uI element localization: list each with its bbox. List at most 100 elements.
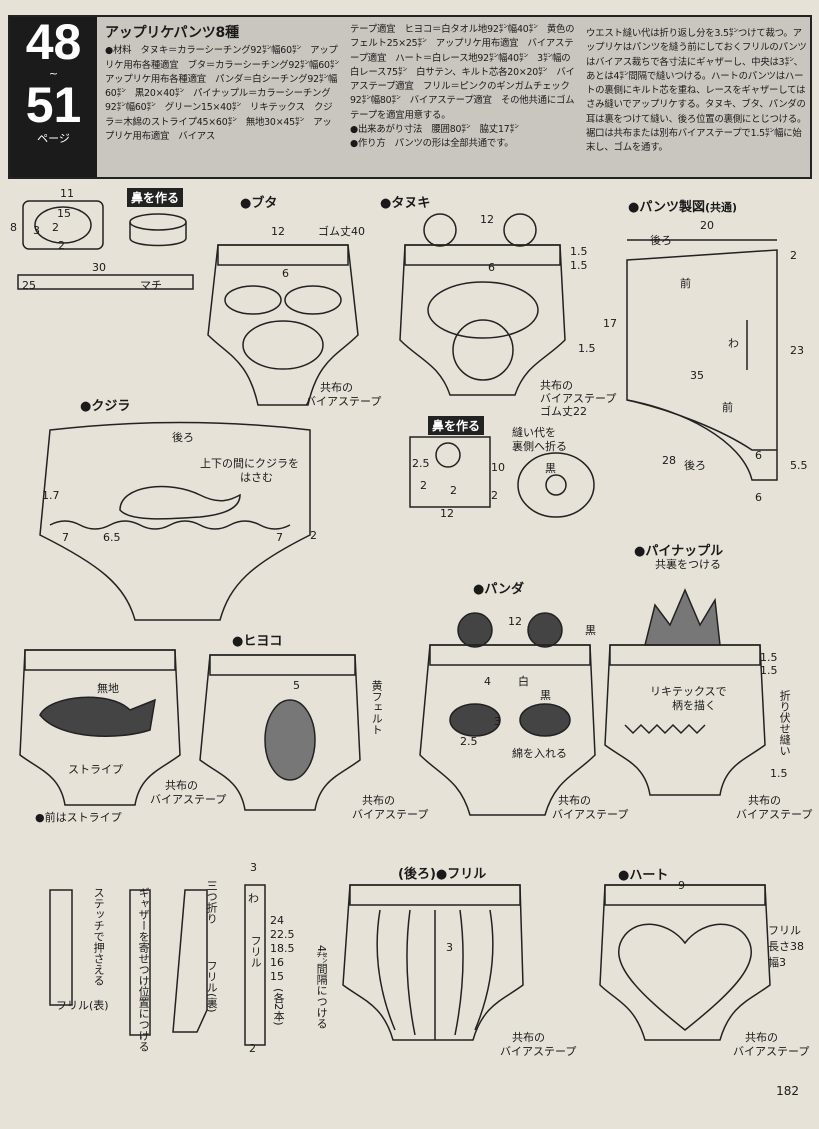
panda-pants (419, 612, 596, 816)
stitch-note: ステッチで押さえる (92, 887, 106, 986)
bias-label: 共布の (745, 1031, 778, 1044)
dim-label: 8 (10, 221, 17, 234)
dim-label: 11 (60, 187, 74, 200)
seam-note: 縫い代を (512, 426, 556, 439)
fold-label: わ (728, 337, 739, 350)
gusset-label: マチ (140, 279, 162, 292)
hiyoko-pants (199, 654, 361, 811)
qty-note: (各2本) (272, 988, 286, 1026)
page-end: 51 (25, 77, 82, 133)
frill-steps-diagram (49, 884, 266, 1046)
front-label: 前 (680, 277, 691, 290)
paint-note: リキテックスで (650, 685, 727, 698)
whale-note: はさむ (240, 471, 273, 484)
dim-label: 35 (690, 369, 704, 382)
kujira-title: ●クジラ (80, 399, 131, 414)
dim-label: 2 (310, 529, 317, 542)
dim-label: 6 (488, 261, 495, 274)
nose-title: 鼻を作る (127, 188, 184, 207)
bias-label: 共布の (558, 794, 591, 807)
page-range-badge: 48 ~ 51 ページ (10, 17, 97, 177)
dim-label: 6 (755, 491, 762, 504)
dim-label: 2.5 (460, 735, 478, 748)
frill-pants (342, 884, 524, 1041)
whale-note: 上下の間にクジラを (200, 457, 299, 470)
frill-title: (後ろ)●フリル (398, 867, 487, 882)
dim-label: 20 (700, 219, 714, 232)
stripe-label: ストライプ (68, 763, 123, 776)
dim-label: 12 (440, 507, 454, 520)
dim-label: 1.5 (760, 664, 778, 677)
frill-width: 幅3 (768, 956, 786, 969)
whale-pants (19, 649, 181, 806)
dim-label: 2 (790, 249, 797, 262)
bias-label: バイアステープ (552, 808, 629, 821)
page-start: 48 (25, 14, 82, 70)
dim-label: 30 (92, 261, 106, 274)
bias-label: 共布の (165, 779, 198, 792)
bias-label: 共布の (362, 794, 395, 807)
pineapple-title: ●パイナップル (634, 544, 724, 559)
back-label: 後ろ (684, 459, 706, 472)
dim-label: 2 (249, 1042, 256, 1055)
dim-label: 22.5 (270, 928, 295, 941)
dim-label: 1.5 (570, 259, 588, 272)
seam-note: 裏側へ折る (512, 440, 567, 453)
lining-note: 共裏をつける (655, 558, 721, 571)
dim-label: 1.5 (578, 342, 596, 355)
kujira-pattern-diagram (39, 421, 311, 621)
white-label: 白 (518, 675, 529, 688)
frill-label: フリル (249, 935, 263, 968)
tanuki-pants (399, 213, 566, 396)
instructions-col: ウエスト縫い代は折り返し分を3.5㌢つけて裁つ。アップリケはパンツを縫う前にして… (586, 27, 808, 156)
bias-label: 共布の (512, 1031, 545, 1044)
page-suffix: ページ (37, 132, 70, 145)
dim-label: 28 (662, 454, 676, 467)
dim-label: 18.5 (270, 942, 295, 955)
buta-pants (207, 244, 359, 406)
draft-subtitle: (共通) (705, 201, 738, 214)
bias-label: 共布の (320, 381, 353, 394)
tanuki-title: ●タヌキ (380, 196, 431, 211)
article-title: アップリケパンツ8種 (105, 25, 239, 41)
materials-col2: テープ適宜 ヒヨコ＝白タオル地92㌢幅40㌢ 黄色のフェルト25×25㌢ アップ… (350, 23, 578, 152)
materials-text-2: テープ適宜 ヒヨコ＝白タオル地92㌢幅40㌢ 黄色のフェルト25×25㌢ アップ… (350, 24, 575, 121)
spacing-note: 4㌢間隔につける (315, 945, 329, 1029)
back-label: 後ろ (172, 431, 194, 444)
bias-label: 共布の (540, 379, 573, 392)
dim-label: 25 (22, 279, 36, 292)
bias-label: バイアステープ (540, 392, 617, 405)
dim-label: 12 (480, 213, 494, 226)
black-label: 黒 (545, 462, 556, 475)
tanuki-nose-title: 鼻を作る (428, 416, 485, 435)
method-text: ●作り方 パンツの形は全部共通です。 (350, 138, 514, 150)
frill-label: フリル (768, 924, 801, 937)
frill-back-label: フリル(裏) (205, 960, 219, 1013)
dim-label: 6 (282, 267, 289, 280)
draft-title-text: ●パンツ製図 (628, 200, 705, 215)
dim-label: 3 (446, 941, 453, 954)
pants-draft-diagram (626, 239, 778, 481)
dim-label: 2 (58, 239, 65, 252)
dim-label: 12 (271, 225, 285, 238)
dim-label: 1.5 (760, 651, 778, 664)
dim-label: 24 (270, 914, 284, 927)
bias-label: バイアステープ (736, 808, 813, 821)
dim-label: 2 (52, 221, 59, 234)
bias-label: バイアステープ (352, 808, 429, 821)
dim-label: 12 (508, 615, 522, 628)
bias-label: バイアステープ (500, 1045, 577, 1058)
materials-text-1: ●材料 タヌキ＝カラーシーチング92㌢幅60㌢ アップリケ用布各種適宜 ブタ＝カ… (105, 45, 349, 143)
bias-label: バイアステープ (305, 395, 382, 408)
finished-size: ●出来あがり寸法 腰囲80㌢ 脇丈17㌢ (350, 124, 519, 136)
panda-title: ●パンダ (473, 582, 524, 597)
dim-label: 6.5 (103, 531, 121, 544)
nose-pattern-diagram (17, 200, 194, 290)
instructions-text: ウエスト縫い代は折り返し分を3.5㌢つけて裁つ。アップリケはパンツを縫う前にして… (586, 28, 807, 154)
fold-note: 三つ折り (205, 880, 219, 924)
dim-label: 1.5 (770, 767, 788, 780)
dim-label: 5.5 (790, 459, 808, 472)
dim-label: 4 (484, 675, 491, 688)
tanuki-nose-diagram (409, 436, 595, 518)
back-label: 後ろ (650, 234, 672, 247)
